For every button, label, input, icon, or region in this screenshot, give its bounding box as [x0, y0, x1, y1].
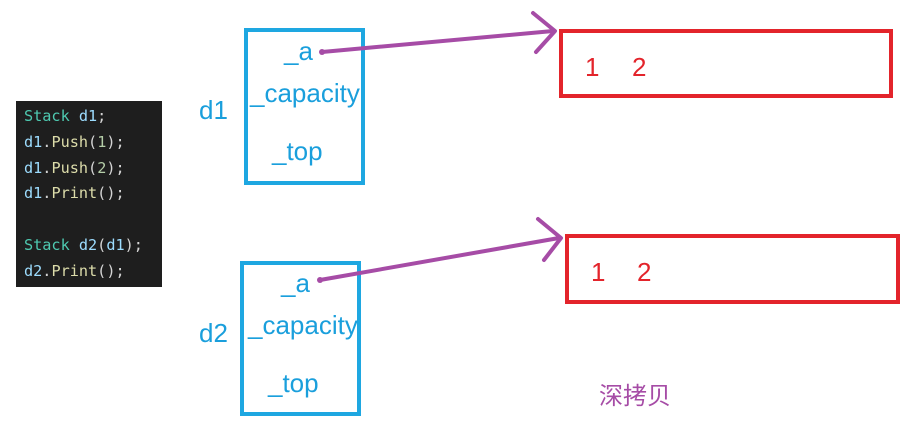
code-token: Push	[51, 158, 89, 177]
member-capacity-d1: _capacity	[250, 78, 360, 108]
code-line: Stack d2(d1);	[24, 233, 162, 259]
code-token: Print	[51, 184, 98, 203]
code-token: d1	[24, 132, 43, 151]
heap-value-d1-1: 1	[585, 52, 600, 82]
code-token: d2	[24, 261, 43, 280]
heap-value-d1-2: 2	[632, 52, 647, 82]
heap-array-d2	[565, 234, 900, 304]
heap-value-d2-2: 2	[637, 257, 652, 287]
member-a-d2: _a	[281, 268, 310, 298]
code-token: Push	[51, 132, 89, 151]
code-token: Print	[51, 261, 98, 280]
object-label-d2: d2	[199, 318, 228, 348]
code-token: d1	[106, 235, 125, 254]
code-token: (	[97, 235, 107, 254]
code-token: );	[106, 158, 125, 177]
code-token: .	[42, 184, 52, 203]
code-token: ;	[97, 107, 107, 125]
code-token: ();	[97, 184, 125, 203]
code-token: ();	[97, 261, 125, 280]
code-token: d1	[24, 158, 43, 177]
arrowhead-d1	[531, 11, 557, 54]
code-token: Stack	[24, 107, 70, 125]
code-line: Stack d1;	[24, 104, 162, 130]
member-capacity-d2: _capacity	[248, 310, 358, 340]
heap-array-d1	[559, 29, 893, 98]
code-token: d1	[24, 184, 43, 203]
member-top-d2: _top	[268, 368, 319, 398]
code-token: d2	[69, 235, 98, 254]
code-token: );	[124, 235, 143, 254]
heap-value-d2-1: 1	[591, 257, 606, 287]
code-token: (	[88, 132, 98, 151]
member-a-d1: _a	[284, 36, 313, 66]
object-box-d2	[240, 261, 361, 416]
code-snippet: Stack d1;d1.Push(1);d1.Push(2);d1.Print(…	[16, 101, 162, 287]
caption-deep-copy: 深拷贝	[599, 382, 671, 410]
code-token: 1	[97, 132, 107, 151]
object-box-d1	[244, 28, 365, 185]
code-token: d1	[69, 107, 98, 125]
code-token: .	[42, 261, 52, 280]
code-line: d2.Print();	[24, 259, 162, 285]
code-line: d1.Push(1);	[24, 130, 162, 156]
member-top-d1: _top	[272, 136, 323, 166]
code-token: (	[88, 158, 98, 177]
arrowhead-d2	[536, 217, 563, 262]
code-token: .	[42, 158, 52, 177]
code-token: );	[106, 132, 125, 151]
code-line: d1.Print();	[24, 181, 162, 207]
arrow-d1-to-heap	[320, 29, 555, 54]
code-token: Stack	[24, 235, 70, 254]
arrow-d2-to-heap	[318, 236, 561, 282]
code-token: .	[42, 132, 52, 151]
code-token: 2	[97, 158, 107, 177]
object-label-d1: d1	[199, 95, 228, 125]
code-line: d1.Push(2);	[24, 156, 162, 182]
